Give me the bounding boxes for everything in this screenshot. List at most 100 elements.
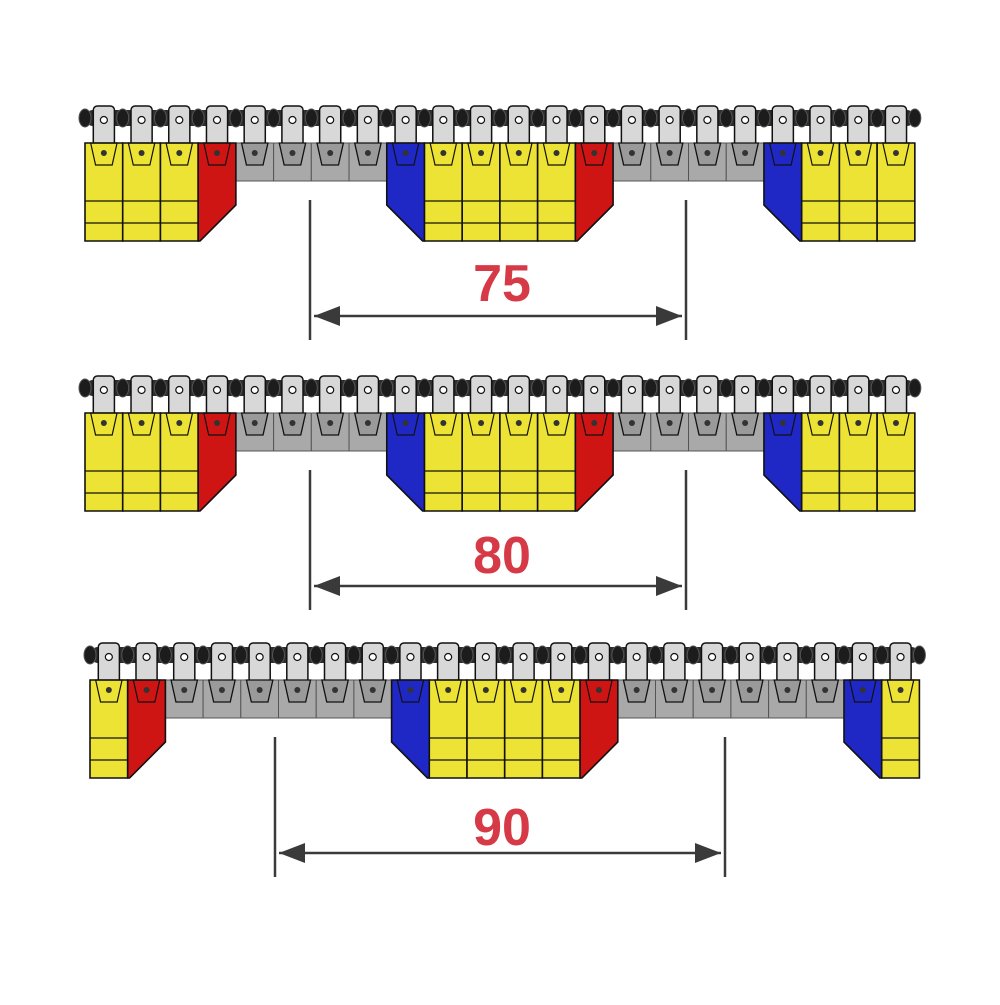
bracket-bolt (633, 687, 640, 693)
segment-bracket (882, 142, 910, 166)
chain-roller (799, 645, 813, 665)
bracket-bolt (595, 687, 602, 693)
bracket-bolt (742, 420, 749, 426)
bracket-bolt (369, 687, 376, 693)
attachment-plate (97, 642, 121, 684)
arrowhead-left (314, 576, 340, 596)
bracket-bolt (515, 420, 522, 426)
chain-roller (644, 108, 658, 128)
chain-roller (267, 378, 281, 398)
segment-bracket (165, 412, 194, 436)
pin-hole (590, 115, 599, 125)
pin-hole (401, 385, 410, 395)
attachment-plate (286, 642, 309, 684)
pin-hole (476, 115, 486, 125)
pin-hole (363, 115, 372, 125)
segment-bracket (391, 412, 420, 436)
pin-hole (250, 385, 259, 395)
yellow-segment (461, 412, 501, 512)
pin-hole (293, 652, 302, 662)
red-segment (574, 412, 614, 512)
chain-roller (649, 645, 662, 665)
arrowhead-right (695, 843, 721, 863)
attachment-plate (92, 375, 116, 417)
chain-roller (644, 378, 658, 398)
pin-hole (476, 385, 486, 395)
pin-hole (816, 385, 825, 395)
chain-roller (870, 108, 884, 128)
distance-label-80: 80 (473, 527, 531, 585)
yellow-segment (800, 412, 841, 512)
yellow-segment (541, 679, 581, 779)
attachment-plate (507, 375, 531, 417)
attachment-plate (130, 105, 153, 147)
chain-roller (229, 378, 243, 398)
bracket-bolt (181, 687, 188, 693)
segment-bracket (509, 679, 538, 703)
arrowhead-right (656, 306, 682, 326)
chain-roller (724, 645, 738, 665)
pin-hole (250, 115, 259, 125)
segment-bracket (580, 412, 609, 436)
chain-roller (191, 378, 205, 398)
segment-bracket (203, 142, 231, 166)
pin-hole (891, 115, 901, 125)
pin-hole (212, 385, 222, 395)
segment-bracket (542, 142, 571, 166)
attachment-plate (436, 642, 460, 684)
pin-hole (99, 115, 108, 125)
bracket-bolt (294, 687, 301, 693)
bracket-bolt (784, 687, 791, 693)
bracket-bolt (364, 150, 371, 156)
segment-bracket (471, 679, 500, 703)
yellow-segment (838, 412, 878, 512)
attachment-plate (813, 642, 837, 684)
chain-roller (686, 645, 700, 665)
bracket-bolt (407, 687, 414, 693)
segment-bracket (806, 412, 835, 436)
pin-hole (212, 115, 222, 125)
pin-hole (594, 652, 604, 662)
pin-hole (255, 652, 264, 662)
chain-roller (912, 645, 926, 665)
chain-roller (611, 645, 625, 665)
pin-hole (740, 115, 750, 125)
chain-roller (455, 378, 469, 398)
chain-roller (78, 378, 92, 398)
chain-roller (568, 378, 582, 398)
yellow-segment (876, 412, 916, 512)
red-segment (574, 142, 614, 242)
yellow-segment (159, 142, 199, 242)
blue-segment (763, 142, 803, 242)
pin-hole (363, 385, 372, 395)
chain-roller (83, 645, 97, 665)
bracket-bolt (671, 687, 678, 693)
bracket-bolt (553, 150, 560, 156)
chain-row-75 (78, 105, 922, 340)
chain-roller (116, 378, 130, 398)
blue-segment (385, 142, 426, 242)
pin-hole (665, 385, 674, 395)
attachment-plate (210, 642, 234, 684)
attachment-plate (394, 105, 417, 147)
pin-hole (778, 385, 787, 395)
attachment-plate (130, 375, 153, 417)
segment-bracket (203, 412, 231, 436)
chain-roller (229, 108, 243, 128)
chain-roller (870, 378, 884, 398)
attachment-plate (545, 105, 568, 147)
bracket-bolt (742, 150, 749, 156)
segment-bracket (848, 679, 877, 703)
chain-row-80 (78, 375, 922, 610)
bracket-bolt (402, 420, 409, 426)
attachment-plate (776, 642, 799, 684)
attachment-plate (243, 375, 267, 417)
chain-roller (908, 108, 922, 128)
pin-hole (740, 385, 750, 395)
segment-bracket (132, 679, 161, 703)
segment-bracket (165, 142, 194, 166)
distance-label-90: 90 (473, 799, 531, 857)
bracket-bolt (478, 420, 485, 426)
attachment-plate (696, 375, 719, 417)
